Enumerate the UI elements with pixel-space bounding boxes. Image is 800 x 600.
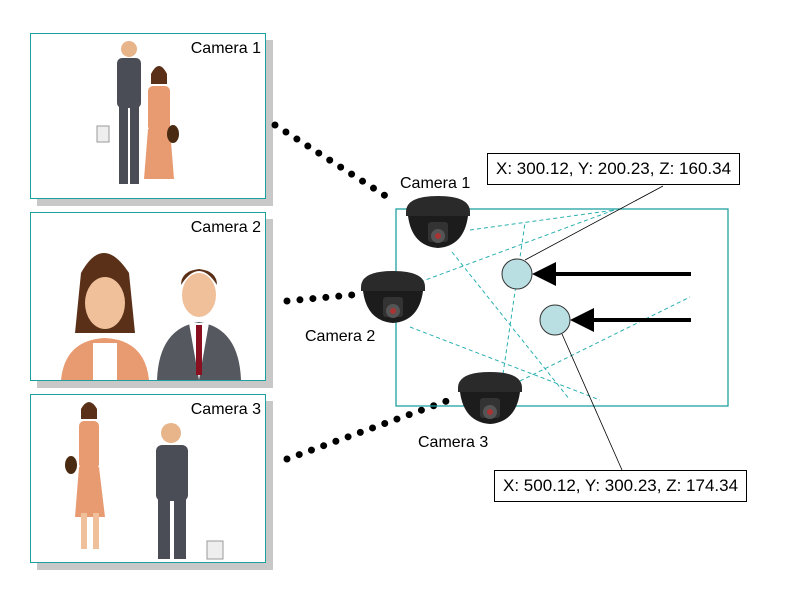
camera-3-label: Camera 3 bbox=[418, 434, 489, 451]
people-walking-image bbox=[65, 402, 224, 560]
dotted-link-camera-3 bbox=[283, 394, 459, 463]
dome-camera-2-icon bbox=[361, 271, 425, 323]
fov-lines bbox=[409, 209, 691, 401]
target-2-marker bbox=[539, 304, 571, 336]
camera-2-label: Camera 2 bbox=[305, 328, 376, 345]
dome-camera-3-icon bbox=[458, 372, 522, 424]
target-2-coordinates: X: 500.12, Y: 300.23, Z: 174.34 bbox=[494, 470, 748, 502]
people-portrait-image bbox=[61, 253, 241, 380]
camera-1-view-panel: Camera 1 bbox=[30, 33, 266, 199]
target-1-marker bbox=[501, 258, 533, 290]
leader-line-1 bbox=[524, 185, 664, 261]
panel-title: Camera 2 bbox=[190, 219, 261, 236]
panel-title: Camera 1 bbox=[190, 40, 261, 57]
camera-2-view-panel: Camera 2 bbox=[30, 212, 266, 381]
dotted-link-camera-1 bbox=[271, 121, 399, 206]
dotted-link-camera-2 bbox=[283, 290, 366, 305]
people-walking-image bbox=[96, 41, 179, 184]
target-1-coordinates: X: 300.12, Y: 200.23, Z: 160.34 bbox=[487, 153, 741, 185]
leader-line-2 bbox=[561, 333, 623, 471]
dome-camera-1-icon bbox=[406, 196, 470, 248]
panel-title: Camera 3 bbox=[190, 401, 261, 418]
camera-3-view-panel: Camera 3 bbox=[30, 394, 266, 563]
camera-1-label: Camera 1 bbox=[400, 175, 471, 192]
